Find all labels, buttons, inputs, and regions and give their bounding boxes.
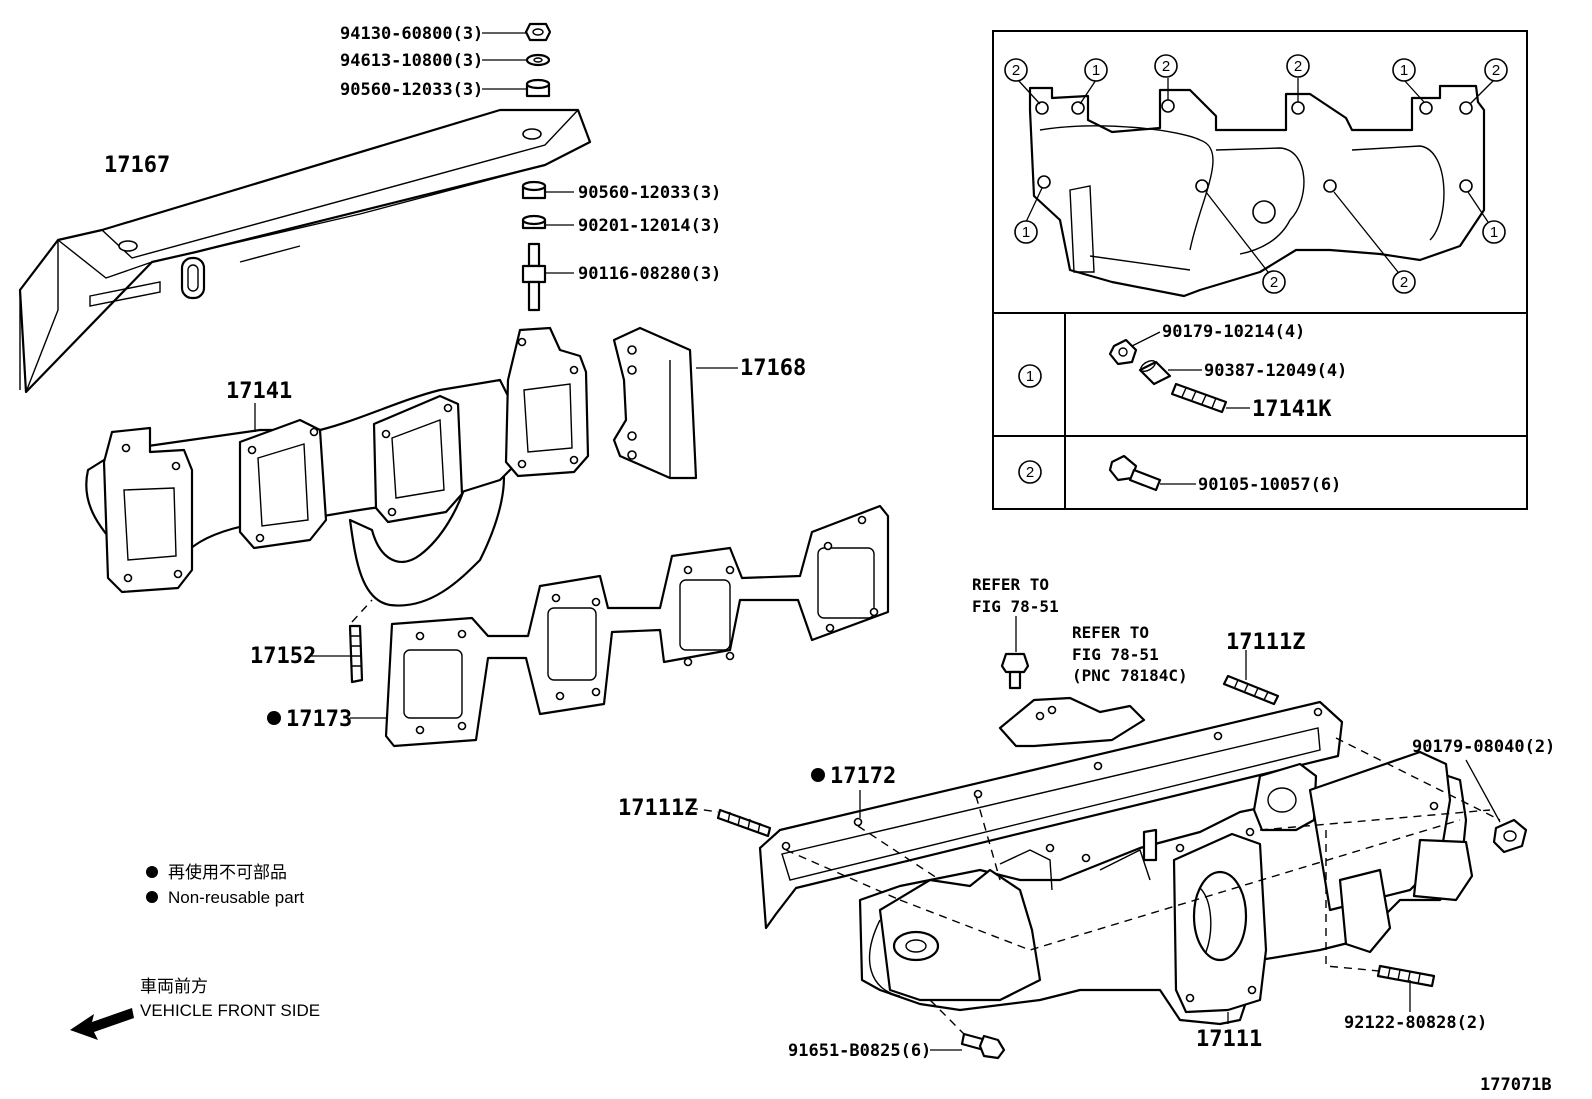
callout-circle [1484, 58, 1508, 82]
callout-circle [1392, 58, 1416, 82]
callout-circle [1018, 364, 1042, 388]
callout-circle [1018, 460, 1042, 484]
inset-bolt-icon [1108, 454, 1162, 492]
callout-circle [1014, 220, 1038, 244]
label-spacer-top: 90560-12033(3) [340, 80, 483, 100]
callout-circle [1154, 54, 1178, 78]
inset-part-2a: 90105-10057(6) [1198, 475, 1341, 495]
inset-part-1c: 17141K [1252, 397, 1332, 422]
label-bolt-bottom: 91651-B0825(6) [788, 1041, 931, 1061]
washer-top-icon [525, 53, 551, 67]
label-heat-insulator: 17167 [104, 153, 170, 178]
non-reusable-dot-17173 [267, 711, 281, 725]
legend-en: Non-reusable part [168, 888, 304, 907]
callout-number: 1 [1490, 224, 1498, 241]
label-stud-left: 17111Z [618, 796, 697, 821]
refer2-line2: FIG 78-51 [1072, 645, 1159, 664]
washer-mid-icon [521, 214, 547, 230]
callout-number: 2 [1162, 58, 1170, 75]
stud-bottom-icon [1376, 964, 1436, 988]
stud-17111z-right-icon [1222, 674, 1280, 706]
stud-17152-icon [348, 624, 364, 684]
inset-leader-lines [1017, 78, 1495, 273]
stud-mid-icon [521, 242, 547, 312]
callout-number: 1 [1092, 62, 1100, 79]
label-spacer-mid: 90560-12033(3) [578, 183, 721, 203]
label-exhaust-manifold: 17141 [226, 379, 292, 404]
callout-number: 2 [1492, 62, 1500, 79]
callout-circle [1084, 58, 1108, 82]
inset-part-1a: 90179-10214(4) [1162, 322, 1305, 342]
nut-right-icon [1492, 818, 1528, 854]
non-reusable-dot-17172 [811, 768, 825, 782]
label-nut-top: 94130-60800(3) [340, 24, 483, 44]
label-bracket: 17168 [740, 356, 806, 381]
callout-number: 2 [1294, 58, 1302, 75]
legend-bullet-en [146, 891, 158, 903]
inset-part-1b: 90387-12049(4) [1204, 361, 1347, 381]
refer1-line2: FIG 78-51 [972, 597, 1059, 616]
label-intake-gasket: 17172 [830, 764, 896, 789]
label-nut-right: 90179-08040(2) [1412, 737, 1555, 757]
inset-nut-icon [1108, 338, 1138, 366]
front-en: VEHICLE FRONT SIDE [140, 1001, 320, 1020]
callout-circle [1392, 270, 1416, 294]
nut-top-icon [524, 22, 552, 42]
refer2-line3: (PNC 78184C) [1072, 666, 1188, 685]
spacer-top-icon [525, 78, 551, 98]
label-washer-mid: 90201-12014(3) [578, 216, 721, 236]
callout-number: 1 [1026, 368, 1034, 385]
callout-number: 2 [1270, 274, 1278, 291]
callout-number: 1 [1022, 224, 1030, 241]
inset-stud-17141k-icon [1170, 382, 1228, 414]
inset-manifold-outline [1028, 84, 1486, 298]
callout-number: 1 [1400, 62, 1408, 79]
callout-circle [1286, 54, 1310, 78]
label-stud-bottom: 92122-80828(2) [1344, 1013, 1487, 1033]
legend-bullet-jp [146, 866, 158, 878]
callout-circle [1262, 270, 1286, 294]
callout-circle [1482, 220, 1506, 244]
legend-jp: 再使用不可部品 [168, 862, 287, 882]
stud-17111z-left-icon [716, 808, 772, 838]
inset-callouts: 2 1 2 2 1 2 1 2 2 1 1 2 [1004, 54, 1508, 484]
label-gasket-17173: 17173 [286, 707, 352, 732]
figure-id: 177071B [1480, 1075, 1552, 1095]
callout-circle [1004, 58, 1028, 82]
callout-number: 2 [1026, 464, 1034, 481]
spacer-mid-icon [521, 180, 547, 200]
label-washer-top: 94613-10800(3) [340, 51, 483, 71]
label-stud-mid: 90116-08280(3) [578, 264, 721, 284]
callout-number: 2 [1012, 62, 1020, 79]
bolt-bottom-icon [960, 1032, 1006, 1060]
label-stud-17152: 17152 [250, 644, 316, 669]
refer-bolt-icon [1000, 652, 1030, 690]
bracket-17168 [612, 326, 698, 480]
intake-manifold-17111 [858, 750, 1474, 1026]
front-jp: 車両前方 [140, 977, 208, 996]
refer-bracket-icon [998, 696, 1146, 748]
label-stud-right: 17111Z [1226, 630, 1305, 655]
inset-spacer-icon [1138, 360, 1172, 386]
heat-insulator-17167 [18, 108, 592, 394]
callout-number: 2 [1400, 274, 1408, 291]
gasket-17173 [384, 504, 890, 748]
vehicle-front-arrow-icon [70, 1008, 134, 1040]
label-intake-manifold: 17111 [1196, 1027, 1262, 1052]
refer2-line1: REFER TO [1072, 623, 1149, 642]
refer1-line1: REFER TO [972, 575, 1049, 594]
intake-gasket-17172 [758, 700, 1344, 930]
exhaust-manifold-17141 [85, 326, 590, 607]
